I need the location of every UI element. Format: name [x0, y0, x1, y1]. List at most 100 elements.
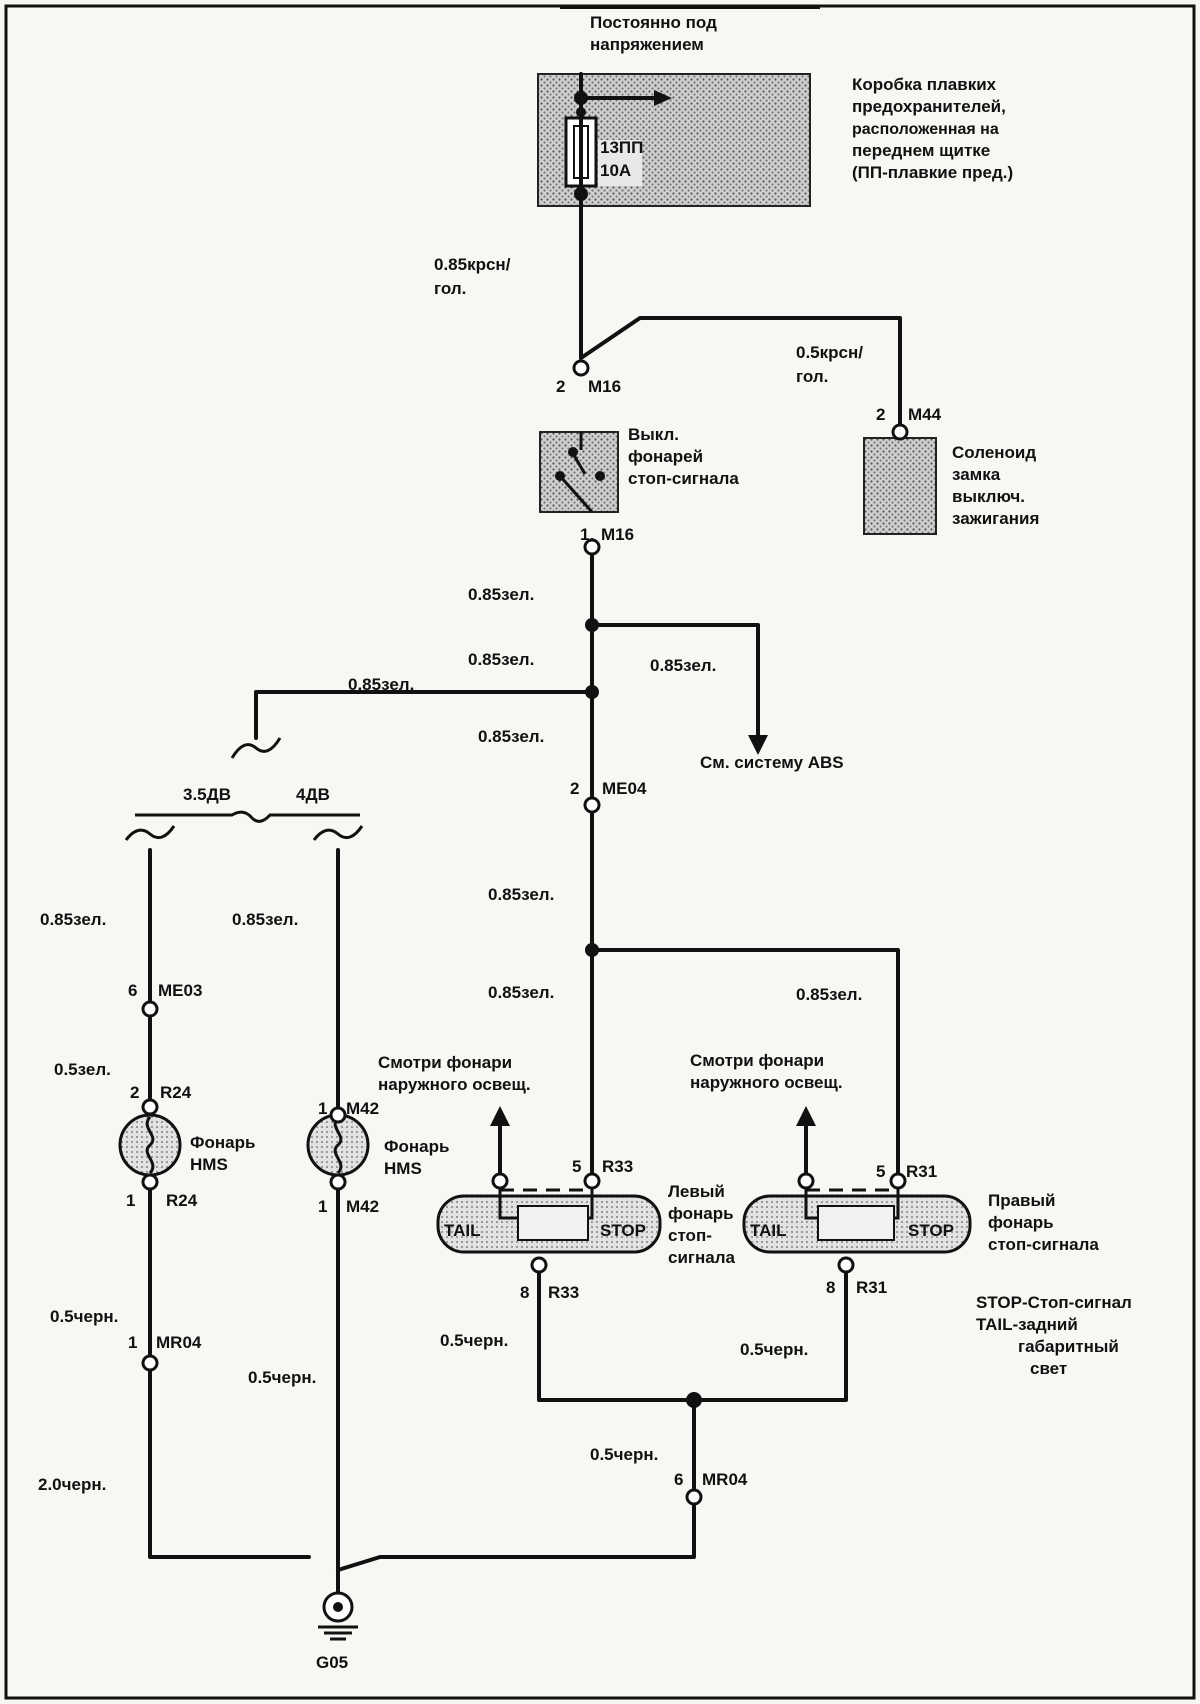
label-connectors-r31-bottom-name: R31 [856, 1278, 887, 1297]
label-components-lamp-hms-left-1: HMS [190, 1155, 228, 1174]
label-connectors-m16-bottom-pin: 1 [580, 525, 589, 544]
label-legend-2: габаритный [1018, 1337, 1119, 1356]
label-wires-w-left-m42: 0.85зел. [232, 910, 298, 929]
page-frame [4, 4, 1196, 1700]
label-components-lamp-hms-right-0: Фонарь [384, 1137, 449, 1156]
label-connectors-m16-top-pin: 2 [556, 377, 565, 396]
label-legend-0: STOP-Стоп-сигнал [976, 1293, 1132, 1312]
label-wires-w-m44-1: гол. [796, 367, 828, 386]
label-connectors-r31-top-pin: 5 [876, 1162, 885, 1181]
label-connectors-r33-top-name: R33 [602, 1157, 633, 1176]
label-wires-w-fuse-switch-0: 0.85крсн/ [434, 255, 511, 274]
pin-r33-top-tail [491, 1172, 509, 1190]
label-connectors-r31-bottom-pin: 8 [826, 1278, 835, 1297]
label-wires-w-to-r31: 0.85зел. [796, 985, 862, 1004]
pin-m42-top [329, 1106, 347, 1124]
ground-label: G05 [316, 1653, 348, 1672]
tail-label-right: TAIL [750, 1221, 787, 1240]
left-stop-lamp: TAIL STOP Левый фонарь стоп- сигнала [436, 1181, 736, 1267]
label-components-left-stop-lamp-2: стоп- [668, 1226, 712, 1245]
label-connectors-r24-top-name: R24 [160, 1083, 192, 1102]
pin-r31-top [889, 1172, 907, 1190]
label-connectors-me04-name: ME04 [602, 779, 647, 798]
label-components-lamp-hms-right-1: HMS [384, 1159, 422, 1178]
label-top-label-1: напряжением [590, 35, 704, 54]
label-fuse-box-description-4: (ПП-плавкие пред.) [852, 163, 1013, 182]
pin-r24-bottom [141, 1173, 159, 1191]
tail-label-left: TAIL [444, 1221, 481, 1240]
pin-m42-bottom [329, 1173, 347, 1191]
abs-reference: См. систему ABS [700, 753, 844, 772]
label-components-left-stop-lamp-0: Левый [668, 1182, 725, 1201]
label-connectors-r24-top-pin: 2 [130, 1083, 139, 1102]
wire-breaks [124, 737, 364, 841]
label-fuse-box-description-1: предохранителей, [852, 97, 1006, 116]
label-components-see-exterior-right-0: Смотри фонари [690, 1051, 824, 1070]
legend: STOP-Стоп-сигнал TAIL-задний габаритный … [976, 1293, 1132, 1378]
ignition-lock-solenoid: Соленоид замка выключ. зажигания [863, 437, 1039, 535]
pin-me04 [583, 796, 601, 814]
label-legend-1: TAIL-задний [976, 1315, 1078, 1334]
pin-r31-top-tail [797, 1172, 815, 1190]
label-connectors-r33-top-pin: 5 [572, 1157, 581, 1176]
see-exterior-lights-right: Смотри фонари наружного освещ. [690, 1051, 843, 1183]
label-components-solenoid-0: Соленоид [952, 443, 1036, 462]
label-top-label-0: Постоянно под [590, 13, 717, 32]
label-wires-w-mr04-left: 0.5черн. [50, 1307, 118, 1326]
label-wires-w-switch-out: 0.85зел. [468, 585, 534, 604]
hms-lamp-left: Фонарь HMS [118, 1113, 255, 1177]
label-wires-w-me04-down: 0.85зел. [488, 885, 554, 904]
label-connectors-r24-bottom-name: R24 [166, 1191, 198, 1210]
pin-m16-bottom [583, 538, 601, 556]
label-components-solenoid-2: выключ. [952, 487, 1025, 506]
label-wires-w-to-me04: 0.85зел. [478, 727, 544, 746]
label-components-brake-switch-2: стоп-сигнала [628, 469, 739, 488]
label-components-see-exterior-left-1: наружного освещ. [378, 1075, 531, 1094]
label-connectors-mr04-left-name: MR04 [156, 1333, 202, 1352]
pin-r33-bottom [530, 1256, 548, 1274]
pin-mr04-right [685, 1488, 703, 1506]
pin-me03 [141, 1000, 159, 1018]
connector-pins [141, 359, 909, 1506]
label-wires-w-left-branch: 0.85зел. [348, 675, 414, 694]
label-connectors-r33-bottom-pin: 8 [520, 1283, 529, 1302]
label-wires-w-fuse-switch-1: гол. [434, 279, 466, 298]
hms-lamp-right: Фонарь HMS [306, 1113, 449, 1178]
label-wires-w-m44-0: 0.5крсн/ [796, 343, 863, 362]
brake-light-switch: Выкл. фонарей стоп-сигнала [539, 425, 739, 513]
label-components-lamp-hms-left-0: Фонарь [190, 1133, 255, 1152]
label-wires-w-mid1: 0.85зел. [468, 650, 534, 669]
label-wires-w-ground-left: 2.0черн. [38, 1475, 106, 1494]
label-components-brake-switch-0: Выкл. [628, 425, 679, 444]
fuse-label-2: 10А [600, 161, 631, 180]
pin-m44 [891, 423, 909, 441]
label-connectors-m16-bottom-name: M16 [601, 525, 634, 544]
label-connectors-me03-pin: 6 [128, 981, 137, 1000]
label-connectors-mr04-left-pin: 1 [128, 1333, 137, 1352]
fuse-label-1: 13ПП [600, 138, 643, 157]
pin-r24-top [141, 1098, 159, 1116]
label-components-see-exterior-left-0: Смотри фонари [378, 1053, 512, 1072]
label-connectors-m42-bottom-pin: 1 [318, 1197, 327, 1216]
label-components-solenoid-1: замка [952, 465, 1001, 484]
label-fuse-box-description-0: Коробка плавких [852, 75, 997, 94]
label-connectors-mr04-right-name: MR04 [702, 1470, 748, 1489]
label-legend-3: свет [1030, 1359, 1067, 1378]
label-wires-w-r24: 0.5зел. [54, 1060, 111, 1079]
label-connectors-me03-name: ME03 [158, 981, 202, 1000]
label-components-see-exterior-right-1: наружного освещ. [690, 1073, 843, 1092]
variant-label-4: 4ДВ [296, 785, 330, 804]
wire-labels: 0.85крсн/ гол. 0.5крсн/ гол. 0.85зел. 0.… [38, 255, 863, 1494]
label-components-right-stop-lamp-2: стоп-сигнала [988, 1235, 1099, 1254]
stop-label-right: STOP [908, 1221, 954, 1240]
label-components-right-stop-lamp-0: Правый [988, 1191, 1055, 1210]
right-stop-lamp: TAIL STOP Правый фонарь стоп-сигнала [742, 1181, 1099, 1254]
ground-g05: G05 [316, 1591, 358, 1672]
label-connectors-m44-pin: 2 [876, 405, 885, 424]
label-connectors-m42-bottom-name: M42 [346, 1197, 379, 1216]
label-connectors-mr04-right-pin: 6 [674, 1470, 683, 1489]
variant-label-35: 3.5ДВ [183, 785, 231, 804]
label-components-left-stop-lamp-3: сигнала [668, 1248, 736, 1267]
label-wires-w-m42-gnd: 0.5черн. [248, 1368, 316, 1387]
